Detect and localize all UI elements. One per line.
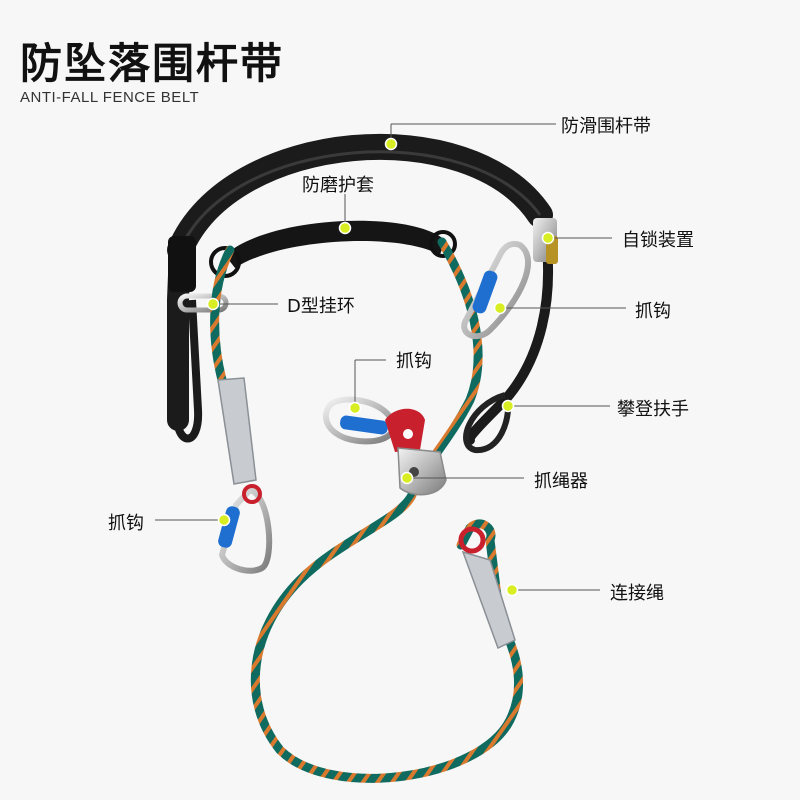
page-subtitle: ANTI-FALL FENCE BELT: [20, 89, 200, 106]
label-wear-sleeve: 防磨护套: [302, 175, 374, 196]
label-connect-rope: 连接绳: [610, 583, 664, 604]
label-rope-grab: 抓绳器: [534, 471, 588, 492]
rope-grab: [385, 408, 447, 496]
marker-dots: [206, 137, 555, 597]
label-hook-right: 抓钩: [635, 301, 671, 322]
d-ring: [177, 293, 229, 313]
leader-lines: [155, 123, 626, 591]
page-title: 防坠落围杆带: [20, 39, 285, 88]
wear-sleeve: [209, 220, 457, 278]
climbing-rope: [210, 237, 523, 783]
label-climb-handle: 攀登扶手: [617, 399, 689, 420]
fence-belt: [167, 133, 554, 453]
label-d-ring: D型挂环: [287, 296, 355, 317]
label-hook-center: 抓钩: [396, 351, 432, 372]
rope-sleeve: [458, 526, 516, 650]
left-rope-sleeve: [217, 377, 257, 485]
label-hook-left: 抓钩: [108, 513, 144, 534]
label-self-lock: 自锁装置: [622, 230, 694, 251]
center-carabiner: [322, 396, 397, 445]
label-anti-slip-belt: 防滑围杆带: [561, 116, 651, 137]
belt-buckle: [168, 236, 196, 292]
left-carabiner: [218, 484, 273, 574]
right-carabiner: [461, 240, 532, 340]
